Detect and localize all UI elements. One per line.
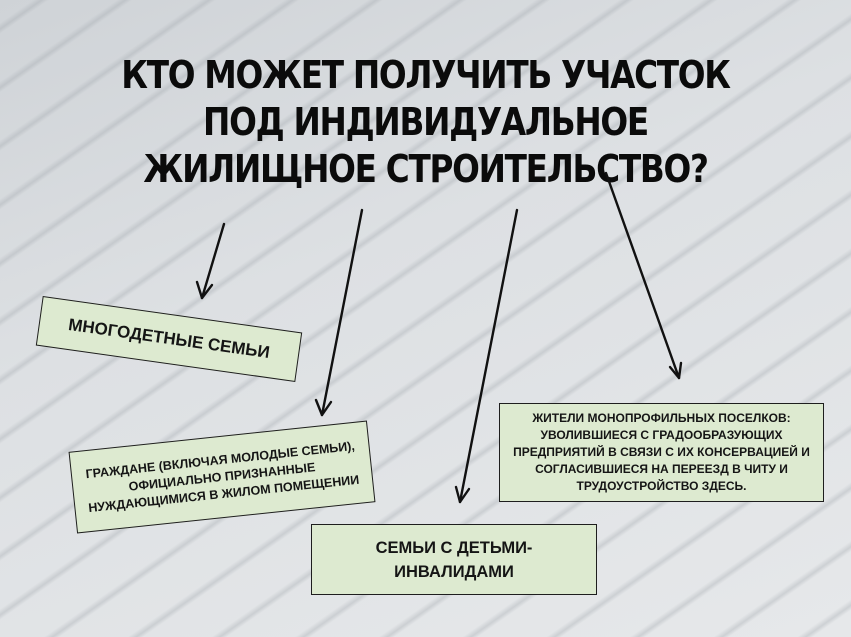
arrow-to-citizens-in-need [314,208,364,417]
arrow-to-monotown-residents [604,171,683,380]
category-label: СЕМЬИ С ДЕТЬМИ-ИНВАЛИДАМИ [375,538,533,581]
category-label: ГРАЖДАНЕ (ВКЛЮЧАЯ МОЛОДЫЕ СЕМЬИ), ОФИЦИА… [84,438,360,515]
arrow-to-large-families [195,222,226,300]
arrow-to-families-disabled-children [454,208,519,504]
category-box-families-disabled-children: СЕМЬИ С ДЕТЬМИ-ИНВАЛИДАМИ [311,524,597,595]
category-label: ЖИТЕЛИ МОНОПРОФИЛЬНЫХ ПОСЕЛКОВ: УВОЛИВШИ… [513,411,810,493]
category-box-monotown-residents: ЖИТЕЛИ МОНОПРОФИЛЬНЫХ ПОСЕЛКОВ: УВОЛИВШИ… [499,403,824,502]
diagram-title: КТО МОЖЕТ ПОЛУЧИТЬ УЧАСТОК ПОД ИНДИВИДУА… [121,53,731,191]
